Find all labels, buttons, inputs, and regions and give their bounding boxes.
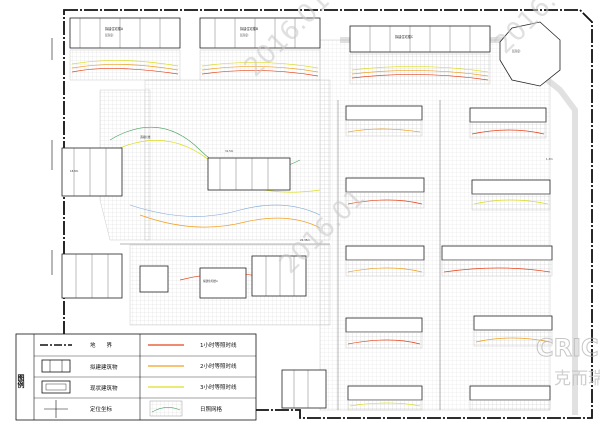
sunlight-grid-right-column [319, 39, 551, 411]
label-road: 道路红线 [140, 135, 151, 139]
building-top-right: 拟建住宅楼C [349, 25, 491, 85]
right-row-2 [345, 177, 551, 211]
building-lower-right-of-mid [251, 255, 307, 297]
label-building-c: 拟建住宅楼C [395, 34, 414, 39]
building-tower-octagon: 层高度: [499, 21, 561, 87]
legend-item-grid: 日照网格 [149, 400, 223, 417]
legend-item-hour2: 2小时等照时线 [148, 362, 237, 370]
label-center-dim: 31.5m [225, 149, 234, 153]
building-lower-mid: 拟建住宅楼A [199, 267, 247, 299]
watermark-logo: CRIC [536, 334, 599, 362]
svg-text:日照网格: 日照网格 [200, 405, 223, 413]
svg-text:1小时等照时线: 1小时等照时线 [200, 341, 237, 349]
building-bottom [281, 369, 327, 409]
building-lower-left [61, 253, 123, 299]
label-building-b: 拟建住宅楼B [240, 26, 258, 31]
legend-title: 图例 [17, 373, 25, 389]
building-top-left: 拟建住宅楼A 层高度: [69, 17, 181, 81]
svg-text:拟建建筑物: 拟建建筑物 [90, 363, 118, 371]
legend-item-hour3: 3小时等照时线 [148, 383, 237, 391]
svg-text:2小时等照时线: 2小时等照时线 [200, 362, 237, 370]
label-level: 1.3m [546, 157, 553, 161]
building-center: 31.5m [207, 149, 291, 191]
building-lower-small [139, 265, 169, 293]
legend-item-proposed: 拟建建筑物 [41, 359, 118, 373]
legend-item-coordinate: 定位坐标 [44, 400, 113, 418]
legend: 图例 地 界 1小时等照时线 拟建建筑物 2小时等照时线 现状建筑物 3小时等照… [15, 333, 257, 421]
watermark-logo-cn: 克而瑞 [554, 369, 600, 389]
svg-text:现状建筑物: 现状建筑物 [90, 384, 118, 392]
label-left-middle: 18.8m [70, 169, 79, 173]
svg-text:定位坐标: 定位坐标 [90, 405, 113, 413]
label-lower-mid: 拟建住宅楼A [203, 279, 218, 283]
label-height-b: 层高度: [240, 33, 249, 37]
building-left-middle: 18.8m [61, 147, 123, 197]
right-row-5 [347, 385, 551, 411]
right-row-3 [345, 245, 553, 277]
contour-blue-central-1 [129, 204, 321, 217]
legend-item-existing: 现状建筑物 [41, 380, 118, 394]
legend-item-boundary: 地 界 [40, 341, 113, 349]
building-top-middle: 拟建住宅楼B 层高度: [199, 17, 321, 81]
svg-text:地 界: 地 界 [90, 341, 113, 349]
label-building-a: 拟建住宅楼A [105, 26, 124, 31]
label-dim-a: 22.35m [300, 238, 310, 242]
label-tower-height: 层高度: [512, 49, 521, 53]
contour-orange-central-1 [139, 214, 321, 229]
right-row-4 [345, 315, 553, 349]
legend-item-hour1: 1小时等照时线 [148, 341, 237, 349]
right-row-1 [345, 105, 547, 139]
svg-text:3小时等照时线: 3小时等照时线 [200, 383, 237, 391]
label-height-a: 层高度: [105, 33, 114, 37]
